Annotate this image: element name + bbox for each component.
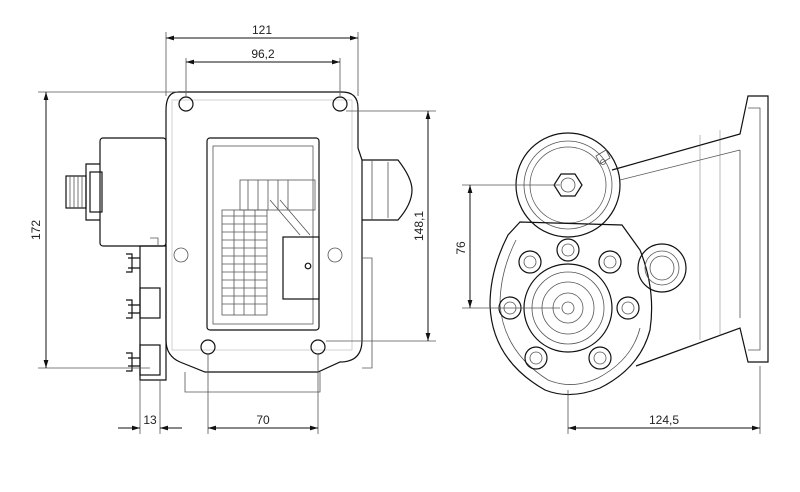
bracket — [126, 237, 167, 381]
dim-hole-spacing-top: 96,2 — [251, 47, 275, 61]
dim-overall-width: 121 — [252, 23, 272, 37]
dim-flange-height: 148,1 — [412, 211, 426, 241]
dim-bottom-spacing: 70 — [256, 413, 270, 427]
dim-side-depth: 124,5 — [649, 413, 679, 427]
side-view — [489, 95, 769, 396]
dim-overall-height: 172 — [29, 220, 43, 240]
bolt-circle — [498, 238, 640, 370]
front-dimensions: 121 96,2 172 148,1 13 70 — [29, 23, 436, 434]
dim-left-offset: 13 — [143, 413, 157, 427]
dim-shaft-spacing: 76 — [454, 241, 468, 255]
gear-teeth — [221, 179, 316, 316]
solenoid — [65, 137, 167, 247]
side-dimensions: 76 124,5 — [454, 184, 761, 434]
front-view — [65, 91, 413, 393]
